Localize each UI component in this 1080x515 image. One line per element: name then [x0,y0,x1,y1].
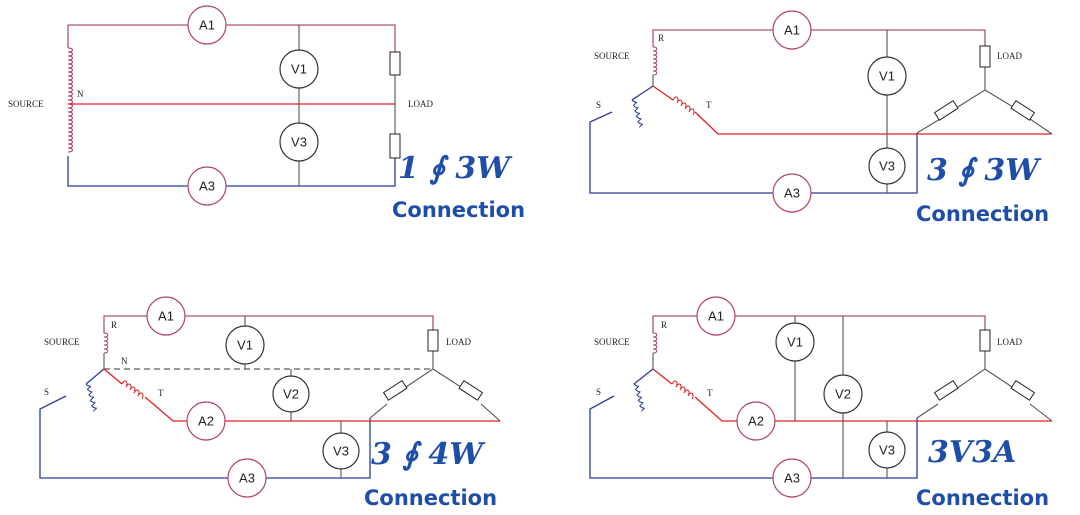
phase-label-s: S [596,387,601,397]
diagram-title: 3 ∮ 3W [927,153,1042,188]
meter-label: A3 [199,179,215,194]
diagram-3p3w: A1 V1 V3 A3 SOURCE R S T LOAD 3 ∮ 3W Con… [589,10,1053,226]
phase-label-r: R [111,320,117,330]
ammeter-a3 [772,458,812,498]
diagram-subtitle: Connection [392,198,525,222]
source-label: SOURCE [594,337,630,347]
voltmeter-v3 [868,147,906,185]
ammeter-a3 [227,458,267,498]
load-resistor [1010,99,1036,121]
source-label: SOURCE [594,51,630,61]
meter-label: A3 [239,471,255,486]
meter-label: V1 [291,62,307,77]
diagram-1p3w: A1 V1 V3 A3 SOURCE N LOAD 1 ∮ 3W Connect… [8,5,525,222]
meter-label: V3 [291,135,307,150]
ammeter-a2 [186,401,226,441]
ammeter-a2 [736,401,776,441]
meter-label: A1 [158,309,174,324]
phase-label-s: S [596,100,601,110]
diagram-3p4w: A1 V1 V2 A2 V3 A3 SOURCE R N S T LOAD 3 … [39,296,501,510]
phase-label-s: S [44,387,49,397]
meter-label: V3 [879,159,895,174]
diagram-title: 1 ∮ 3W [398,151,513,186]
diagram-3v3a: A1 V1 V2 A2 V3 A3 SOURCE R S T LOAD 3V3A… [589,296,1053,510]
meter-label: A3 [784,471,800,486]
meter-label: A1 [784,23,800,38]
voltmeter-v3 [868,431,906,469]
load-resistor [427,329,439,352]
diagram-subtitle: Connection [364,486,497,510]
ammeter-a1 [146,296,186,336]
phase-label-t: T [707,388,713,398]
voltmeter-v1 [775,322,815,362]
load-resistor [389,51,401,76]
load-label: LOAD [446,337,471,347]
diagram-title: 3 ∮ 4W [371,437,486,472]
load-resistor [382,379,408,401]
meter-label: A2 [748,414,764,429]
phase-label-r: R [661,320,667,330]
phase-label-r: R [658,33,664,43]
voltmeter-v2 [272,375,310,413]
meter-label: A1 [199,18,215,33]
load-label: LOAD [997,337,1022,347]
voltmeter-v2 [823,374,863,414]
meter-label: V1 [787,335,803,350]
ammeter-a1 [187,5,227,45]
voltmeter-v1 [225,325,265,365]
meter-label: V2 [283,387,299,402]
meter-label: V3 [879,443,895,458]
ammeter-a1 [772,10,812,50]
phase-label-t: T [158,388,164,398]
voltmeter-v3 [322,432,360,470]
load-resistor [979,45,991,68]
phase-label-n: N [121,356,128,366]
meter-label: A1 [708,309,724,324]
phase-label: N [77,89,84,99]
meter-label: A2 [198,414,214,429]
meter-label: V3 [333,444,349,459]
phase-label-t: T [706,100,712,110]
load-label: LOAD [997,51,1022,61]
voltmeter-v1 [279,49,319,89]
load-resistor [933,99,959,121]
meter-label: V1 [237,338,253,353]
source-label: SOURCE [44,337,80,347]
meter-label: A3 [784,186,800,201]
ammeter-a3 [187,166,227,206]
ammeter-a3 [772,173,812,213]
voltmeter-v3 [279,122,319,162]
load-resistor [389,133,401,159]
meter-label: V2 [835,387,851,402]
diagram-subtitle: Connection [916,486,1049,510]
diagram-subtitle: Connection [916,202,1049,226]
load-resistor [458,379,484,401]
source-coil [67,47,73,153]
meter-label: V1 [879,69,895,84]
load-resistor [1010,379,1036,401]
voltmeter-v1 [867,56,907,96]
ammeter-a1 [696,296,736,336]
load-resistor [979,329,991,352]
source-label: SOURCE [8,99,44,109]
load-label: LOAD [408,99,433,109]
load-resistor [933,379,959,401]
diagram-title: 3V3A [928,435,1016,470]
